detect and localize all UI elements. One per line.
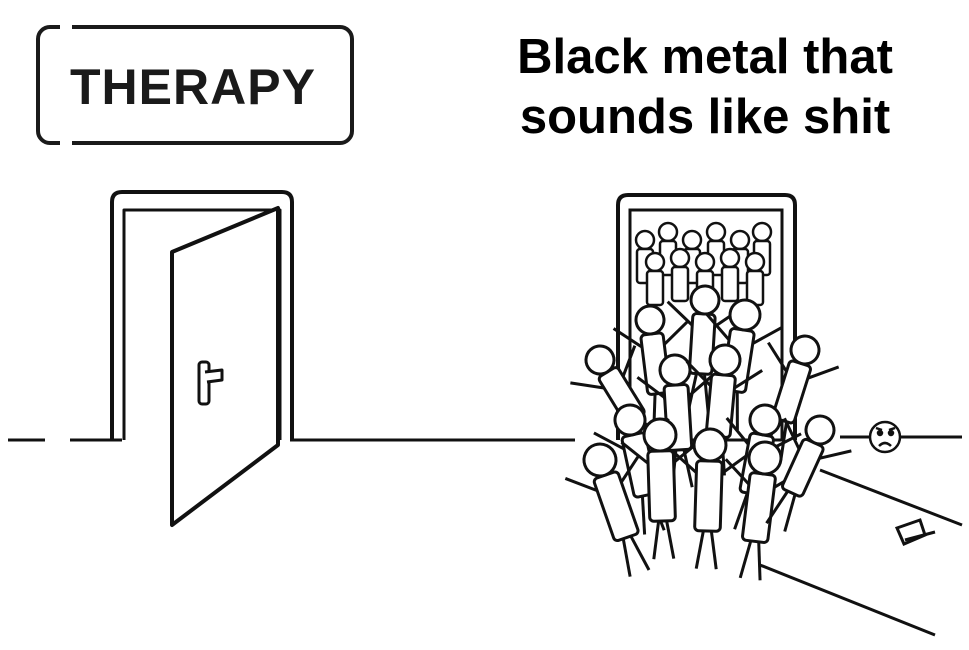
therapy-sign-label: THERAPY <box>70 59 316 115</box>
sign-gap <box>60 18 72 152</box>
crowd-person <box>669 247 691 303</box>
crowd-person <box>719 247 741 303</box>
caption-line-1: Black metal that <box>517 30 893 84</box>
crowd-person <box>670 427 750 570</box>
meme-caption: Black metal that sounds like shit <box>462 27 948 147</box>
crowd-person <box>765 414 852 532</box>
floor-mat <box>759 468 963 637</box>
crowd-person <box>744 251 766 307</box>
sad-face-icon <box>868 420 902 454</box>
therapy-sign <box>36 25 354 145</box>
caption-line-2: sounds like shit <box>519 90 891 144</box>
crowd-person <box>724 440 804 581</box>
crowd-person <box>564 442 651 577</box>
therapy-door <box>110 190 294 527</box>
crowd-person <box>644 251 666 307</box>
caption-background <box>460 20 950 160</box>
crowd-of-people <box>564 221 852 581</box>
crowd-person <box>620 417 700 560</box>
